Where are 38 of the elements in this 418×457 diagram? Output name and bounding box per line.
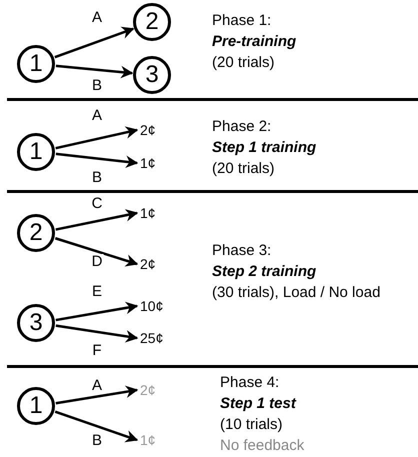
reward-value: 2¢ (140, 381, 156, 399)
arrow (54, 26, 134, 58)
state-circle: 1 (17, 45, 55, 83)
phase-name: Step 1 test (220, 394, 298, 414)
phase-text: Phase 3: (212, 241, 272, 261)
phase-text: Phase 2: (212, 117, 272, 137)
state-circle: 3 (17, 304, 55, 342)
phase-text: (30 trials), Load / No load (212, 283, 380, 303)
phase-name: Step 1 training (212, 138, 316, 158)
phase-text: (20 trials) (212, 53, 276, 73)
arrow (56, 324, 138, 342)
reward-value: 1¢ (140, 204, 156, 222)
phase-text: (10 trials) (220, 415, 284, 435)
arrow (56, 386, 138, 404)
arrow (56, 152, 138, 168)
phase-text: Phase 4: (220, 373, 280, 393)
phase-text: No feedback (220, 436, 304, 456)
state-circle: 1 (17, 387, 55, 425)
state-circle: 2 (17, 214, 55, 252)
state-circle: 1 (17, 133, 55, 171)
arrow (56, 64, 134, 78)
arrow (56, 302, 138, 322)
arrow (55, 126, 138, 150)
reward-value: 1¢ (140, 154, 156, 172)
state-circle: 3 (133, 56, 171, 94)
phase-name: Pre-training (212, 32, 296, 52)
arrow (54, 410, 138, 442)
arrow (54, 237, 138, 267)
phase-name: Step 2 training (212, 262, 318, 282)
arrow (55, 209, 138, 231)
reward-value: 1¢ (140, 431, 156, 449)
phase-text: (20 trials) (212, 159, 276, 179)
reward-value: 10¢ (140, 297, 164, 315)
reward-value: 25¢ (140, 329, 164, 347)
reward-value: 2¢ (140, 255, 156, 273)
phase-text: Phase 1: (212, 11, 272, 31)
state-circle: 2 (133, 3, 171, 41)
reward-value: 2¢ (140, 121, 156, 139)
